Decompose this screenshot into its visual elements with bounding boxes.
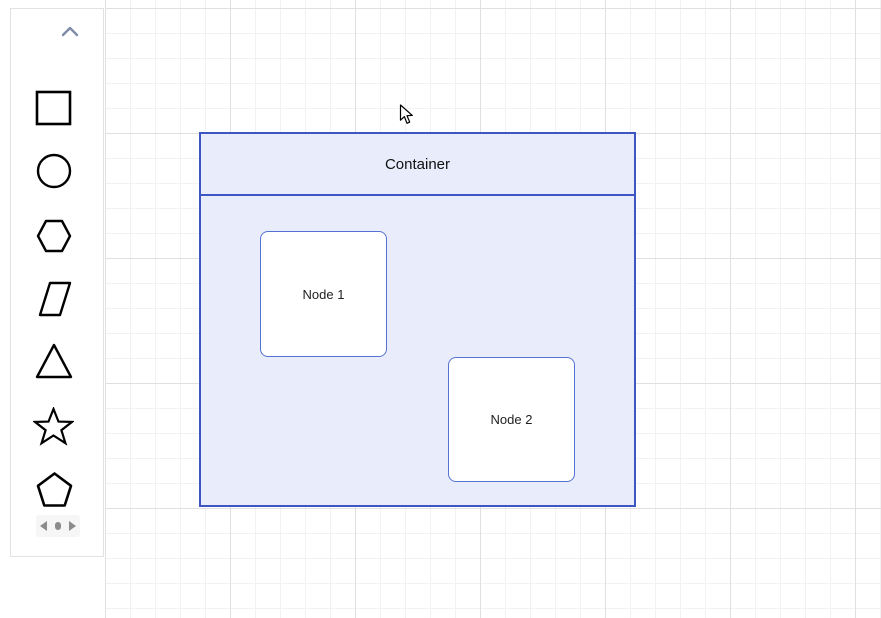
shape-stencil-panel [10,8,104,557]
pager-next-button[interactable] [68,520,77,532]
stencil-pager [36,515,80,537]
container-header[interactable]: Container [201,134,634,196]
circle-shape-icon[interactable] [36,153,72,189]
node-1-label: Node 1 [302,286,345,302]
chevron-up-icon[interactable] [61,25,79,43]
triangle-shape-icon[interactable] [35,342,73,380]
star-shape-icon[interactable] [33,407,74,447]
pager-page-dot-icon [54,521,62,531]
node-2-element[interactable]: Node 2 [448,357,575,482]
hexagon-shape-icon[interactable] [36,218,72,254]
mouse-cursor-icon [399,104,414,131]
pager-prev-button[interactable] [39,520,48,532]
node-2-label: Node 2 [490,412,533,427]
pentagon-shape-icon[interactable] [36,471,73,509]
square-shape-icon[interactable] [35,90,72,126]
parallelogram-shape-icon[interactable] [38,281,72,317]
diagram-canvas[interactable]: Container Node 1 Node 2 [105,0,881,618]
container-label: Container [384,155,451,173]
node-1-element[interactable]: Node 1 [260,231,387,357]
